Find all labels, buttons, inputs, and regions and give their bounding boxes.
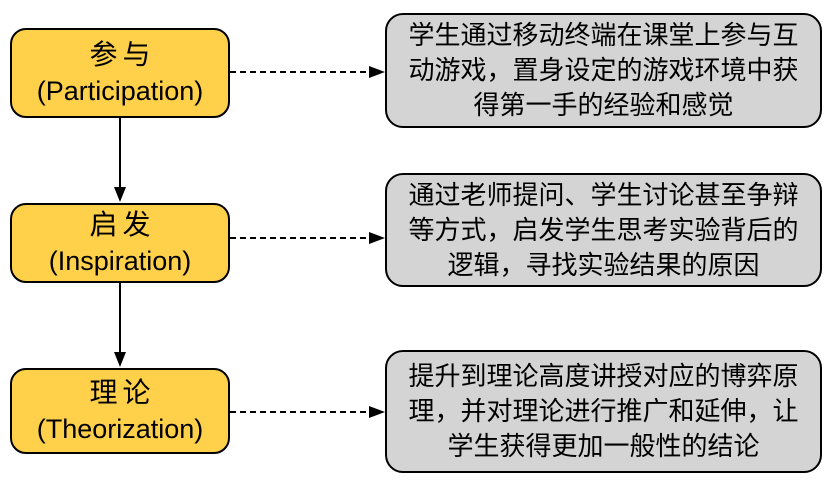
detail-text-line: 理，并对理论进行推广和延伸，让 xyxy=(408,397,799,426)
detail-text-line: 得第一手的经验和感觉 xyxy=(473,91,734,120)
detail-box-participation: 学生通过移动终端在课堂上参与互 动游戏，置身设定的游戏环境中获 得第一手的经验和… xyxy=(385,13,822,128)
stage-title-en-inspiration: (Inspiration) xyxy=(48,246,192,276)
stage-box-inspiration: 启发 (Inspiration) xyxy=(10,203,230,283)
detail-text-line: 学生获得更加一般性的结论 xyxy=(447,432,760,461)
detail-text-line: 提升到理论高度讲授对应的博弈原 xyxy=(408,362,799,391)
stage-title-en-theorization: (Theorization) xyxy=(36,414,204,444)
detail-text-line: 等方式，启发学生思考实验背后的 xyxy=(408,215,799,245)
stage-box-theorization: 理论 (Theorization) xyxy=(10,368,230,454)
detail-text-line: 学生通过移动终端在课堂上参与互 xyxy=(408,21,799,50)
dashed-arrow-inspiration xyxy=(230,232,385,244)
stage-title-en-participation: (Participation) xyxy=(36,76,204,106)
detail-text-line: 通过老师提问、学生讨论甚至争辩 xyxy=(408,180,799,210)
dashed-arrow-theorization xyxy=(230,406,385,418)
stage-title-zh-inspiration: 启发 xyxy=(89,210,156,241)
down-arrow-inspiration-to-theorization xyxy=(114,283,126,367)
down-arrow-participation-to-inspiration xyxy=(114,118,126,202)
stage-title-zh-participation: 参与 xyxy=(89,40,156,71)
stage-title-zh-theorization: 理论 xyxy=(89,378,156,409)
detail-box-inspiration: 通过老师提问、学生讨论甚至争辩 等方式，启发学生思考实验背后的 逻辑，寻找实验结… xyxy=(385,173,822,287)
detail-text-line: 逻辑，寻找实验结果的原因 xyxy=(447,250,760,280)
detail-box-theorization: 提升到理论高度讲授对应的博弈原 理，并对理论进行推广和延伸，让 学生获得更加一般… xyxy=(385,350,822,473)
stage-box-participation: 参与 (Participation) xyxy=(10,28,230,118)
dashed-arrow-participation xyxy=(230,66,385,78)
detail-text-line: 动游戏，置身设定的游戏环境中获 xyxy=(408,56,799,85)
